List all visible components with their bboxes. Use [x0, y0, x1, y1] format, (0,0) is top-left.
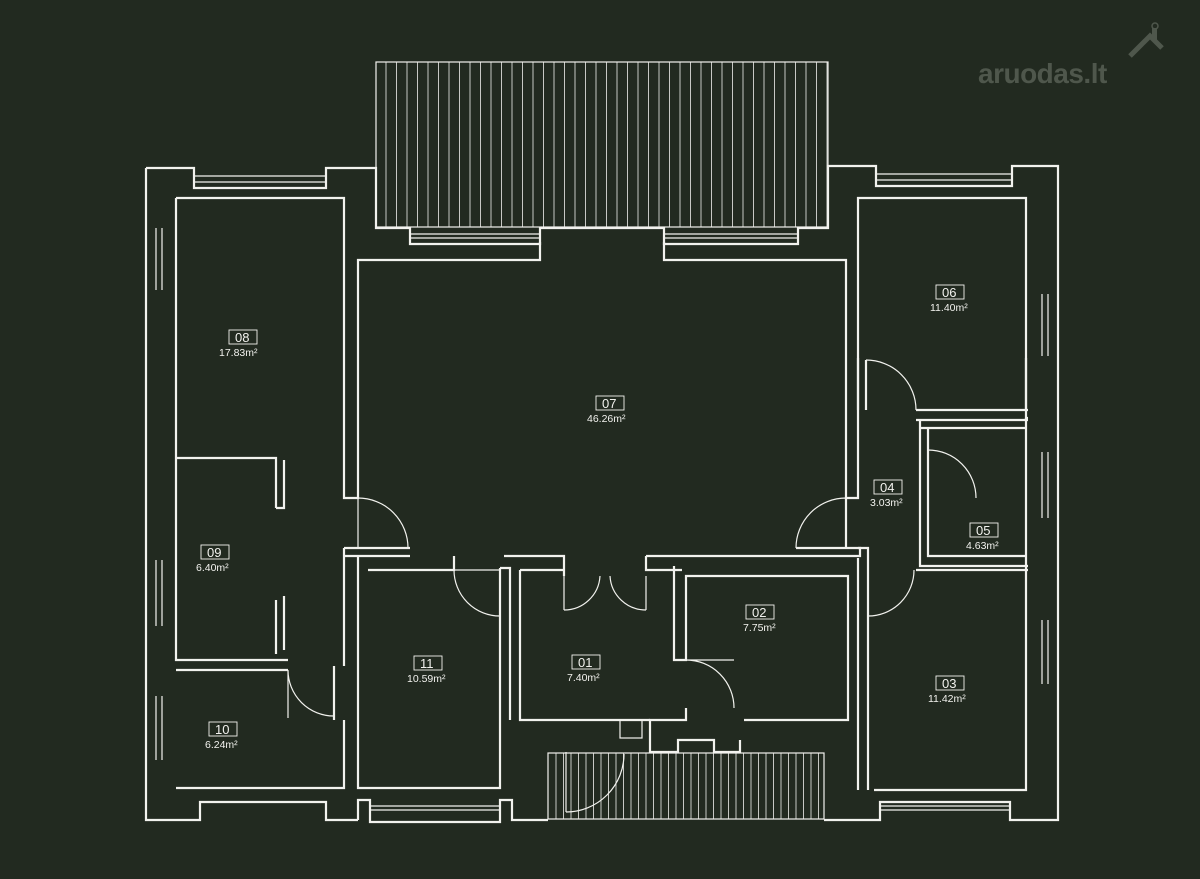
- room-area: 6.40m²: [196, 562, 229, 574]
- room-labels: 01 7.40m² 02 7.75m² 03 11.42m² 04 3.03m²…: [196, 284, 999, 751]
- stairs-bottom: [547, 752, 825, 820]
- room-number: 01: [578, 655, 592, 670]
- outer-walls: [144, 164, 1060, 824]
- room-area: 7.40m²: [567, 672, 600, 684]
- room-number: 09: [207, 545, 221, 560]
- room-area: 3.03m²: [870, 497, 903, 509]
- room-label-03: 03 11.42m²: [928, 675, 966, 705]
- windows: [155, 173, 1049, 811]
- room-label-11: 11 10.59m²: [407, 655, 446, 685]
- room-number: 06: [942, 285, 956, 300]
- room-label-08: 08 17.83m²: [219, 329, 258, 359]
- room-number: 05: [976, 523, 990, 538]
- room-number: 02: [752, 605, 766, 620]
- room-area: 10.59m²: [407, 673, 446, 685]
- house-roof-icon: [1128, 22, 1164, 58]
- room-number: 08: [235, 330, 249, 345]
- room-label-05: 05 4.63m²: [966, 522, 999, 552]
- room-label-06: 06 11.40m²: [930, 284, 968, 314]
- room-number: 07: [602, 396, 616, 411]
- room-number: 10: [215, 722, 229, 737]
- room-number: 03: [942, 676, 956, 691]
- room-number: 11: [420, 656, 434, 671]
- room-area: 6.24m²: [205, 739, 238, 751]
- room-label-10: 10 6.24m²: [205, 721, 238, 751]
- room-area: 46.26m²: [587, 413, 626, 425]
- watermark-logo: aruodas.lt: [978, 58, 1107, 89]
- terrace-top: [375, 61, 829, 228]
- room-area: 11.42m²: [928, 693, 966, 705]
- room-area: 17.83m²: [219, 347, 258, 359]
- room-number: 04: [880, 480, 894, 495]
- room-label-01: 01 7.40m²: [567, 654, 601, 684]
- room-label-04: 04 3.03m²: [870, 479, 903, 509]
- room-area: 7.75m²: [743, 622, 776, 634]
- room-area: 4.63m²: [966, 540, 999, 552]
- door-swings: [287, 359, 977, 813]
- room-label-09: 09 6.40m²: [196, 544, 230, 574]
- room-label-07: 07 46.26m²: [587, 395, 626, 425]
- room-label-02: 02 7.75m²: [743, 604, 776, 634]
- room-area: 11.40m²: [930, 302, 968, 314]
